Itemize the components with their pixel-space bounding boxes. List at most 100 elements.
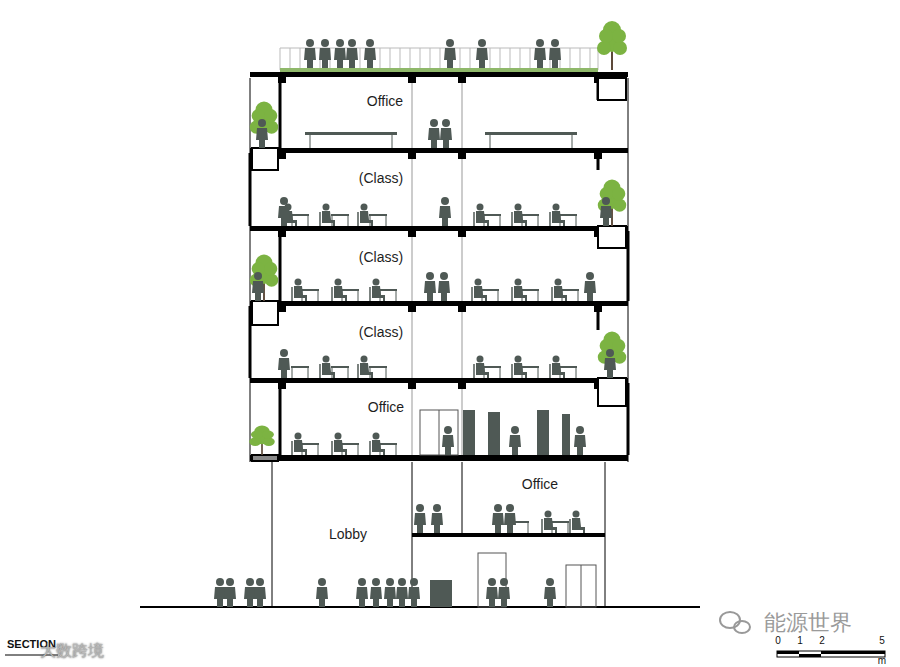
person xyxy=(256,119,268,148)
person xyxy=(358,356,373,379)
person xyxy=(472,279,487,302)
room-label: (Class) xyxy=(359,250,403,264)
person xyxy=(504,504,516,533)
person xyxy=(370,433,385,456)
watermark: 大数跨境 xyxy=(40,643,104,659)
person xyxy=(334,39,346,68)
person xyxy=(408,578,420,607)
person xyxy=(332,433,347,456)
person xyxy=(356,578,368,607)
person xyxy=(424,272,436,301)
scale-number: 5 xyxy=(879,636,885,646)
person xyxy=(604,349,616,378)
person xyxy=(254,578,266,607)
ground-line xyxy=(140,606,700,608)
watermark: 能源世界 xyxy=(764,612,852,634)
person xyxy=(512,356,527,379)
scale-number: 0 xyxy=(775,636,781,646)
scale-unit: m xyxy=(878,656,886,666)
tree xyxy=(598,331,627,378)
person xyxy=(346,39,358,68)
tree xyxy=(597,21,627,70)
scale-number: 1 xyxy=(797,636,803,646)
person xyxy=(292,433,307,456)
tree xyxy=(249,426,275,455)
person xyxy=(509,426,521,455)
person xyxy=(512,279,527,302)
room-label: Office xyxy=(367,94,403,108)
room-space: Office xyxy=(462,466,605,535)
room-space: Lobby Office xyxy=(272,462,605,607)
room-space: Office xyxy=(282,384,626,455)
person xyxy=(552,279,567,302)
person xyxy=(320,204,335,227)
person xyxy=(278,197,290,226)
furniture xyxy=(291,132,579,607)
person xyxy=(474,204,489,227)
tree xyxy=(598,179,627,226)
person xyxy=(544,578,556,607)
person xyxy=(358,204,373,227)
room-label: Office xyxy=(368,400,404,414)
room-space: (Class) xyxy=(252,154,596,226)
person xyxy=(252,272,264,301)
person xyxy=(319,39,331,68)
person xyxy=(438,272,450,301)
room-space: (Class) xyxy=(252,307,596,378)
frame-lines xyxy=(250,78,628,607)
planters xyxy=(252,78,626,461)
scale-bar xyxy=(777,651,885,657)
person xyxy=(396,578,408,607)
person xyxy=(292,279,307,302)
person xyxy=(486,578,498,607)
person xyxy=(476,39,488,68)
person xyxy=(550,204,565,227)
person xyxy=(370,279,385,302)
person xyxy=(439,197,451,226)
room-label: (Class) xyxy=(359,325,403,339)
desk xyxy=(291,366,309,378)
room-label: Office xyxy=(522,477,558,491)
person xyxy=(224,578,236,607)
person xyxy=(384,578,396,607)
person xyxy=(370,578,382,607)
person xyxy=(428,119,440,148)
doors xyxy=(420,410,596,607)
person xyxy=(431,504,443,533)
trees xyxy=(249,21,627,455)
person xyxy=(364,39,376,68)
people xyxy=(214,39,616,607)
tree xyxy=(250,254,279,301)
room-space: (Class) xyxy=(282,232,626,301)
person xyxy=(442,426,454,455)
person xyxy=(320,356,335,379)
person xyxy=(600,197,612,226)
person xyxy=(444,39,456,68)
person xyxy=(549,39,561,68)
person xyxy=(512,204,527,227)
room-label: Lobby xyxy=(329,527,367,541)
person xyxy=(534,39,546,68)
room-space: Office xyxy=(282,78,596,148)
person xyxy=(542,511,557,534)
person xyxy=(316,578,328,607)
walls xyxy=(250,77,628,455)
person xyxy=(474,356,489,379)
person xyxy=(244,578,256,607)
person xyxy=(304,39,316,68)
person xyxy=(574,426,586,455)
person xyxy=(570,511,585,534)
tree xyxy=(250,101,279,148)
scale-number: 2 xyxy=(819,636,825,646)
person xyxy=(414,504,426,533)
person xyxy=(550,356,565,379)
person xyxy=(498,578,510,607)
person xyxy=(332,279,347,302)
person xyxy=(584,272,596,301)
room-label: (Class) xyxy=(359,171,403,185)
person xyxy=(214,578,226,607)
person xyxy=(278,349,290,378)
person xyxy=(492,504,504,533)
